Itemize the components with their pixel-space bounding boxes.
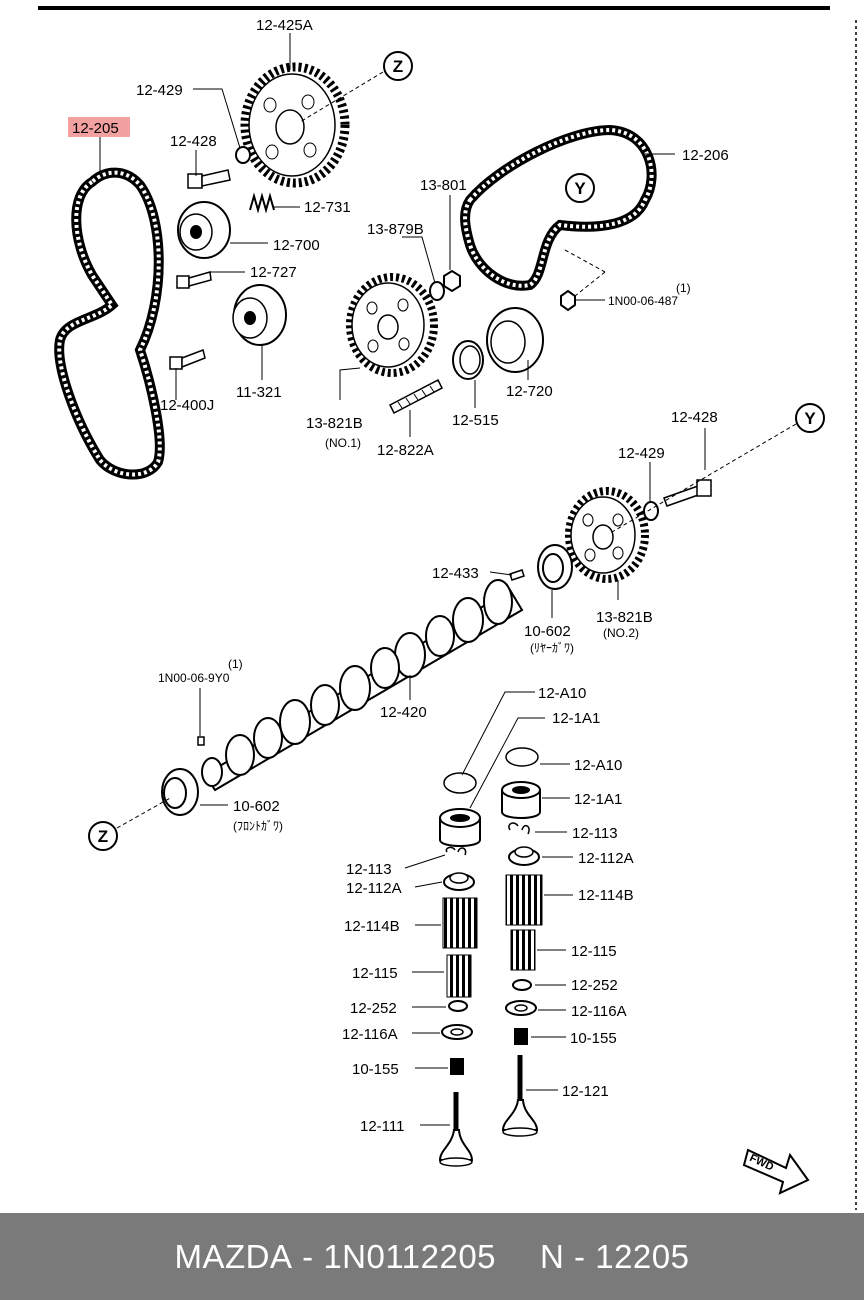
label-12-428-top: 12-428 xyxy=(170,133,217,150)
label-12-822a: 12-822A xyxy=(377,442,434,459)
label-12-112a-right: 12-112A xyxy=(578,850,634,867)
label-12-429-top: 12-429 xyxy=(136,82,183,99)
label-12-206: 12-206 xyxy=(682,147,729,164)
label-1n00-06-487: 1N00-06-487 xyxy=(608,294,678,308)
label-12-113-left: 12-113 xyxy=(346,861,392,878)
label-12-a10-right: 12-A10 xyxy=(574,757,622,774)
label-12-731: 12-731 xyxy=(304,199,351,216)
label-no2: (NO.2) xyxy=(603,626,639,640)
label-13-821b-no1: 13-821B xyxy=(306,415,363,432)
valve-train-right xyxy=(501,747,543,1137)
label-13-821b-no2: 13-821B xyxy=(596,609,653,626)
label-10-155-left: 10-155 xyxy=(352,1061,399,1078)
label-12-115-left: 12-115 xyxy=(352,965,398,982)
label-12-727: 12-727 xyxy=(250,264,297,281)
nut-1n00-06-487 xyxy=(560,289,576,312)
timing-belt-12-206 xyxy=(460,124,657,291)
sprocket-13-821b-no2 xyxy=(565,487,649,583)
label-12-113-right: 12-113 xyxy=(572,825,618,842)
pin-1n00-06-9y0 xyxy=(197,736,205,746)
bolt-12-727 xyxy=(176,271,212,289)
part-labels: 12-425A 12-429 12-205 12-428 12-731 12-7… xyxy=(72,17,729,1135)
fwd-arrow-icon: FWD xyxy=(742,1148,810,1195)
washer-12-429-mid xyxy=(643,501,659,521)
label-10-602-front: 10-602 xyxy=(233,798,280,815)
label-12-700: 12-700 xyxy=(273,237,320,254)
highlight-box xyxy=(68,117,130,137)
label-12-114b-left: 12-114B xyxy=(344,918,400,935)
leader-lines xyxy=(99,33,706,1126)
label-11-321: 11-321 xyxy=(236,384,282,401)
parts-diagram: Z xyxy=(38,6,857,1210)
label-12-433: 12-433 xyxy=(432,565,479,582)
code-prefix: N xyxy=(540,1237,565,1275)
reference-mark-y-right: Y xyxy=(611,403,825,533)
label-12-515: 12-515 xyxy=(452,412,499,429)
label-13-879b: 13-879B xyxy=(367,221,424,238)
label-12-252-left: 12-252 xyxy=(350,1000,397,1017)
tensioner-pulley-12-700 xyxy=(177,201,231,259)
label-12-252-right: 12-252 xyxy=(571,977,618,994)
label-12-720: 12-720 xyxy=(506,383,553,400)
reference-mark-z-top: Z xyxy=(299,51,413,123)
svg-text:Z: Z xyxy=(98,827,108,846)
label-12-116a-right: 12-116A xyxy=(571,1003,627,1020)
camshaft-12-420 xyxy=(201,579,524,792)
svg-text:Y: Y xyxy=(574,179,586,198)
part-number: 1N0112205 xyxy=(323,1237,497,1275)
reference-mark-z-bottom: Z xyxy=(88,796,173,851)
oil-seal-10-602-front xyxy=(161,768,199,816)
pulley-12-720 xyxy=(486,307,544,373)
part-number-footer: MAZDA - 1N0112205 N - 12205 xyxy=(0,1213,864,1300)
stud-12-822a xyxy=(388,378,444,415)
label-12-116a-left: 12-116A xyxy=(342,1026,398,1043)
label-10-155-right: 10-155 xyxy=(570,1030,617,1047)
label-12-a10-left: 12-A10 xyxy=(538,685,586,702)
label-12-1a1-left: 12-1A1 xyxy=(552,710,600,727)
label-12-205: 12-205 xyxy=(72,120,119,137)
label-12-425a: 12-425A xyxy=(256,17,313,34)
label-10-602-rear-note: (ﾘﾔｰｶﾞﾜ) xyxy=(530,641,574,655)
label-12-420: 12-420 xyxy=(380,704,427,721)
label-13-801: 13-801 xyxy=(420,177,467,194)
label-12-400j: 12-400J xyxy=(160,397,214,414)
label-no1: (NO.1) xyxy=(325,436,361,450)
label-12-429-mid: 12-429 xyxy=(618,445,665,462)
reference-mark-y-top: Y xyxy=(564,173,606,297)
label-12-114b-right: 12-114B xyxy=(578,887,634,904)
washer-13-879b xyxy=(429,281,445,301)
bolt-12-428-mid xyxy=(663,479,712,507)
seal-ring-12-515 xyxy=(452,340,484,380)
label-1n00-06-9y0: 1N00-06-9Y0 xyxy=(158,671,230,685)
label-1n00-06-487-qty: (1) xyxy=(676,281,691,295)
label-12-428-mid: 12-428 xyxy=(671,409,718,426)
valve-train-left xyxy=(438,772,481,1167)
diagram-code: 12205 xyxy=(595,1237,690,1275)
label-12-115-right: 12-115 xyxy=(571,943,617,960)
bolt-12-400j xyxy=(169,348,206,370)
label-12-121: 12-121 xyxy=(562,1083,609,1100)
label-12-111: 12-111 xyxy=(360,1118,404,1135)
svg-text:Z: Z xyxy=(393,57,403,76)
label-12-112a-left: 12-112A xyxy=(346,880,402,897)
separator-2: - xyxy=(564,1237,596,1275)
sprocket-13-821b-no1 xyxy=(346,273,438,377)
brand-name: MAZDA xyxy=(174,1237,293,1275)
spring-12-731 xyxy=(249,192,275,214)
svg-text:Y: Y xyxy=(804,409,816,428)
idler-pulley-11-321 xyxy=(232,284,287,346)
nut-13-801 xyxy=(443,269,461,293)
oil-seal-10-602-rear xyxy=(537,544,573,590)
label-10-602-rear: 10-602 xyxy=(524,623,571,640)
label-12-1a1-right: 12-1A1 xyxy=(574,791,622,808)
camshaft-sprocket-12-425a xyxy=(240,62,350,188)
label-10-602-front-note: (ﾌﾛﾝﾄｶﾞﾜ) xyxy=(233,819,283,833)
separator: - xyxy=(292,1237,324,1275)
washer-12-429-top xyxy=(235,146,251,164)
key-12-433 xyxy=(509,569,525,581)
label-1n00-06-9y0-qty: (1) xyxy=(228,657,243,671)
bolt-12-428-top xyxy=(187,169,231,189)
timing-belt-12-205 xyxy=(54,167,165,480)
